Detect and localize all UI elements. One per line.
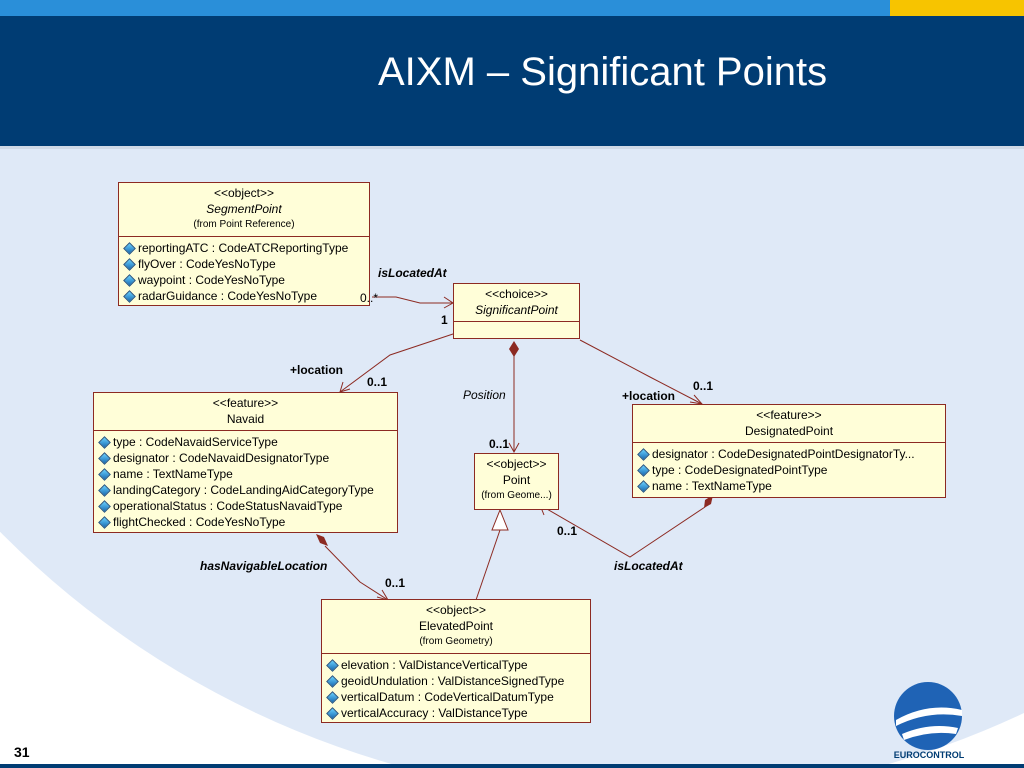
attribute-icon	[98, 435, 111, 449]
stereotype: <<choice>>	[485, 287, 548, 301]
header-bar	[0, 16, 1024, 146]
attribute-icon	[637, 463, 650, 477]
attribute-row: verticalAccuracy : ValDistanceType	[326, 705, 590, 721]
stereotype: <<feature>>	[212, 396, 279, 410]
attribute-icon	[123, 273, 136, 287]
generalization-line	[475, 529, 501, 601]
multiplicity-label: 0..1	[385, 576, 406, 590]
attribute-row: reportingATC : CodeATCReportingType	[123, 240, 369, 256]
attribute-row: type : CodeNavaidServiceType	[98, 434, 397, 450]
multiplicity-label: 1	[441, 313, 448, 327]
composition-diamond-navaid	[316, 534, 328, 546]
attribute-icon	[98, 515, 111, 529]
navigable-line	[324, 545, 389, 601]
class-name: Navaid	[226, 412, 265, 426]
attribute-icon	[326, 674, 339, 688]
class-name: SignificantPoint	[475, 303, 558, 317]
multiplicity-label: 0..1	[367, 375, 388, 389]
multiplicity-label: 0..1	[489, 437, 510, 451]
top-accent-strip-yellow	[890, 0, 1024, 16]
attribute-row: verticalDatum : CodeVerticalDatumType	[326, 689, 590, 705]
arrowhead-point	[508, 442, 520, 454]
class-name: SegmentPoint	[206, 202, 282, 216]
stereotype: <<feature>>	[756, 408, 822, 422]
class-point[interactable]: <<object>> Point (from Geome...)	[474, 453, 559, 510]
attribute-icon	[326, 706, 339, 720]
generalization-triangle	[491, 508, 509, 531]
eurocontrol-logo	[894, 682, 962, 750]
page-title: AIXM – Significant Points	[378, 50, 828, 94]
attribute-icon	[98, 483, 111, 497]
class-name: DesignatedPoint	[744, 424, 834, 438]
class-segment-point[interactable]: <<object>> SegmentPoint (from Point Refe…	[118, 182, 370, 306]
class-designated-point[interactable]: <<feature>> DesignatedPoint designator :…	[632, 404, 946, 498]
class-significant-point[interactable]: <<choice>> SignificantPoint	[453, 283, 580, 339]
header-divider	[0, 146, 1024, 149]
attribute-row: operationalStatus : CodeStatusNavaidType	[98, 498, 397, 514]
top-accent-strip	[0, 0, 890, 16]
logo-wordmark: EUROCONTROL	[893, 750, 965, 760]
multiplicity-label: 0..*	[360, 291, 379, 305]
attribute-row: designator : CodeNavaidDesignatorType	[98, 450, 397, 466]
attribute-row: designator : CodeDesignatedPointDesignat…	[637, 446, 945, 462]
attribute-icon	[98, 499, 111, 513]
role-label-is-located-at: isLocatedAt	[614, 559, 683, 573]
attribute-row: elevation : ValDistanceVerticalType	[326, 657, 590, 673]
package-origin: (from Geometry)	[419, 636, 493, 647]
attribute-row: landingCategory : CodeLandingAidCategory…	[98, 482, 397, 498]
footer-rule	[0, 764, 1024, 768]
stereotype: <<object>>	[213, 186, 275, 200]
stereotype: <<object>>	[425, 603, 487, 617]
attribute-icon	[637, 447, 650, 461]
role-label-has-navigable-location: hasNavigableLocation	[200, 559, 328, 573]
class-navaid[interactable]: <<feature>> Navaid type : CodeNavaidServ…	[93, 392, 398, 533]
location-line-designated	[579, 339, 703, 405]
attribute-row: name : TextNameType	[98, 466, 397, 482]
package-origin: (from Geome...)	[481, 490, 552, 501]
location-line-navaid	[339, 332, 457, 393]
attribute-row: radarGuidance : CodeYesNoType	[123, 288, 369, 304]
attribute-row: type : CodeDesignatedPointType	[637, 462, 945, 478]
attribute-icon	[123, 289, 136, 303]
attribute-row: flyOver : CodeYesNoType	[123, 256, 369, 272]
attribute-icon	[123, 241, 136, 255]
arrowhead-designated	[689, 394, 704, 405]
class-name: ElevatedPoint	[418, 619, 494, 633]
class-elevated-point[interactable]: <<object>> ElevatedPoint (from Geometry)…	[321, 599, 591, 723]
page-number: 31	[14, 744, 30, 760]
role-label-location: +location	[290, 363, 344, 377]
attribute-icon	[98, 467, 111, 481]
attribute-row: waypoint : CodeYesNoType	[123, 272, 369, 288]
role-label-position: Position	[463, 388, 506, 402]
attribute-row: name : TextNameType	[637, 478, 945, 494]
class-name: Point	[502, 473, 531, 487]
attribute-icon	[326, 658, 339, 672]
attribute-icon	[326, 690, 339, 704]
role-label-location: +location	[622, 389, 676, 403]
attribute-icon	[98, 451, 111, 465]
attribute-row: flightChecked : CodeYesNoType	[98, 514, 397, 530]
attribute-icon	[123, 257, 136, 271]
is-located-at-line-top	[372, 296, 453, 304]
composition-diamond-designated	[704, 495, 713, 508]
is-located-at-line-bottom	[539, 504, 706, 558]
multiplicity-label: 0..1	[693, 379, 714, 393]
stereotype: <<object>>	[486, 457, 547, 471]
package-origin: (from Point Reference)	[193, 219, 295, 230]
multiplicity-label: 0..1	[557, 524, 578, 538]
attribute-icon	[637, 479, 650, 493]
role-label-is-located-at: isLocatedAt	[378, 266, 447, 280]
attribute-row: geoidUndulation : ValDistanceSignedType	[326, 673, 590, 689]
composition-diamond-significant	[509, 341, 519, 357]
